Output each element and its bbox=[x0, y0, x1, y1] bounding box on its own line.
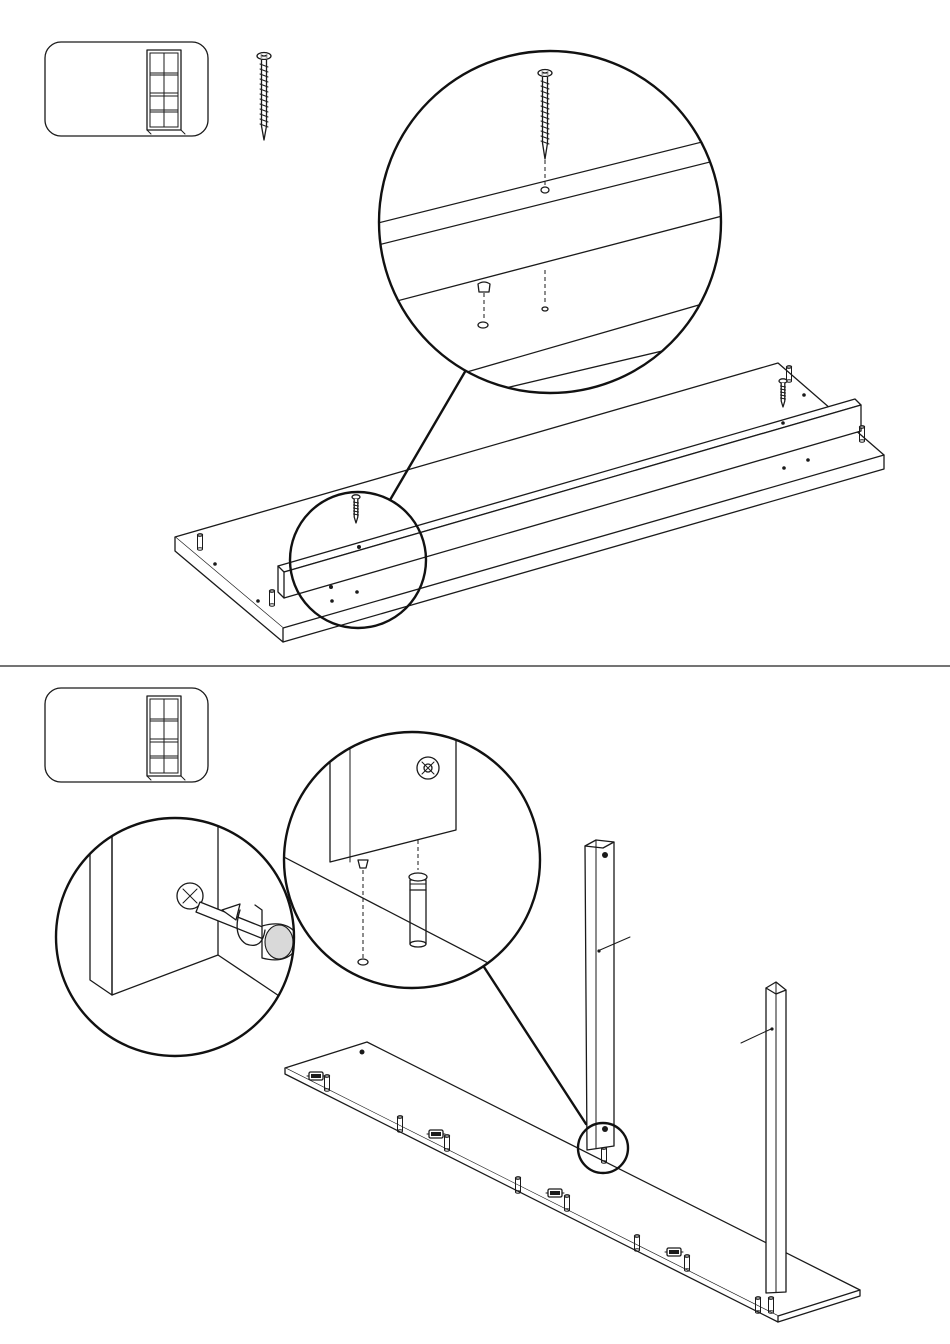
step-1 bbox=[45, 42, 884, 642]
step-2 bbox=[45, 688, 860, 1322]
wood-screw-icon bbox=[257, 53, 271, 141]
bookcase-icon bbox=[147, 696, 185, 780]
zoom-circle-screw-detail bbox=[370, 51, 730, 420]
zoom-circle-cam-lock-detail bbox=[56, 800, 300, 1056]
zoom-circle-dowel-detail bbox=[280, 720, 540, 990]
step-icon-box bbox=[45, 42, 208, 136]
bookcase-icon bbox=[147, 50, 185, 134]
step-icon-box bbox=[45, 688, 208, 782]
upright-post-1 bbox=[585, 840, 630, 1150]
side-panel-flat bbox=[175, 363, 884, 642]
